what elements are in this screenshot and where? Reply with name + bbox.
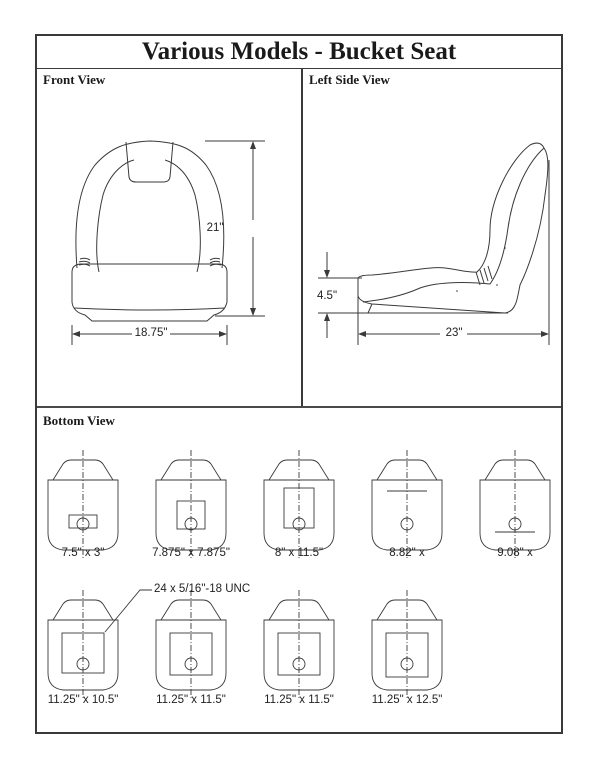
drawing-frame: Various Models - Bucket Seat Front View … [35, 34, 563, 734]
bottom-view-caption: 7.5" x 3" [61, 547, 105, 559]
bolt-callout: 24 x 5/16"-18 UNC [154, 583, 251, 595]
panel-divider-horizontal [37, 406, 561, 408]
bottom-view-label: Bottom View [43, 413, 115, 428]
bottom-view-caption: 9.08" x [497, 547, 533, 559]
bottom-view-caption: 8" x 11.5" [274, 547, 324, 559]
bottom-view-caption: 11.25" x 10.5" [47, 694, 119, 706]
front-height-dimension: 21" [206, 222, 224, 234]
bottom-view-caption: 11.25" x 11.5" [156, 694, 226, 706]
bottom-view-caption: 11.25" x 12.5" [371, 694, 443, 706]
bottom-view-caption: 8.82" x [389, 547, 425, 559]
side-view-label: Left Side View [309, 72, 390, 87]
page-title: Various Models - Bucket Seat [37, 36, 561, 69]
front-view-label: Front View [43, 72, 106, 87]
side-depth-dimension: 23" [445, 327, 463, 339]
front-width-dimension: 18.75" [134, 327, 168, 339]
bottom-view-caption: 7.875" x 7.875" [152, 547, 230, 559]
bottom-view-caption: 11.25" x 11.5" [264, 694, 334, 706]
panel-divider-vertical [301, 68, 303, 408]
side-height-dimension: 4.5" [316, 290, 338, 302]
